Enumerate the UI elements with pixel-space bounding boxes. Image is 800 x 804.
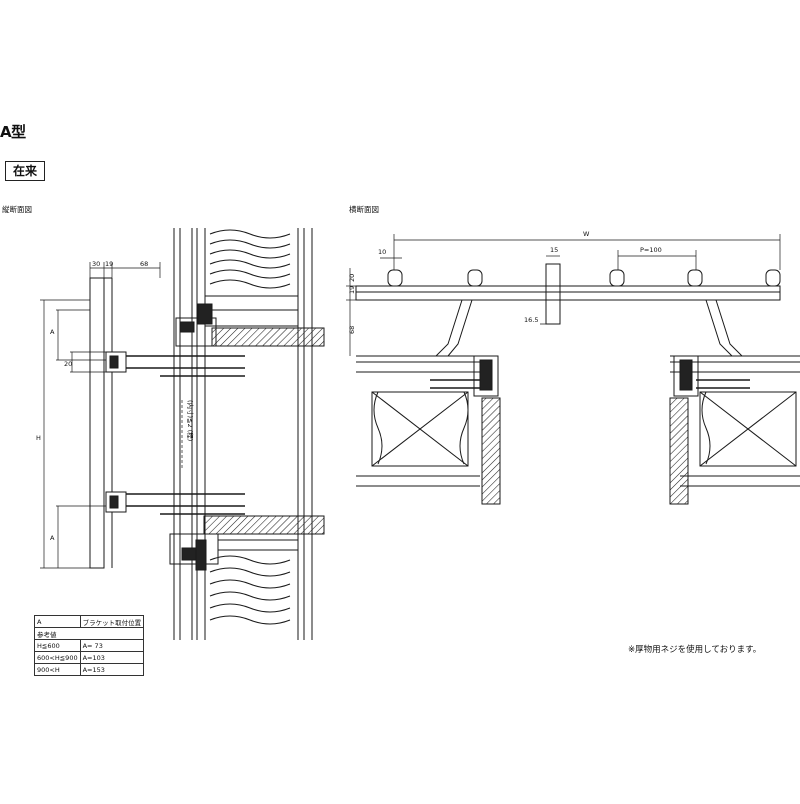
table-header-sub: 参考値	[33, 627, 145, 640]
horizontal-dim-labels: W 10 15 P=100 19 20 68 16.5	[348, 230, 662, 334]
grille-bar	[89, 277, 105, 569]
table-cell-value: A=103	[79, 651, 145, 664]
sill-frame	[169, 533, 219, 565]
window-frame-head	[204, 295, 299, 327]
vertical-section-label: 縦断面図	[2, 205, 32, 214]
horizontal-section-label: 横断面図	[349, 205, 379, 214]
dim-19: 19	[105, 260, 113, 268]
dim-19: 19	[348, 286, 356, 294]
screw-note: ※厚物用ネジを使用しております。	[628, 645, 762, 655]
left-wall	[356, 355, 501, 505]
type-badge: 在来	[5, 161, 45, 181]
table-cell-range: 900<H	[34, 663, 81, 676]
vertical-section	[40, 228, 325, 640]
dim-15: 15	[550, 246, 558, 254]
table-row: 900<H A=153	[34, 663, 145, 676]
grille-rail	[355, 285, 781, 301]
bracket-bottom	[105, 491, 245, 515]
dim-68: 68	[348, 326, 356, 334]
dim-10: 10	[378, 248, 386, 256]
table-header-row: A ブラケット取付位置	[34, 615, 145, 628]
dim-20: 20	[348, 274, 356, 282]
insulation-bottom	[209, 555, 291, 625]
insulation-top	[209, 229, 291, 289]
table-row: H≦600 A= 73	[34, 639, 145, 652]
pitch-note: (内寸)≦2 (程)	[186, 400, 195, 441]
table-cell-range: 600<H≦900	[34, 651, 81, 664]
table-row: 600<H≦900 A=103	[34, 651, 145, 664]
dim-20: 20	[64, 360, 72, 368]
bracket-top	[105, 351, 245, 377]
table-cell-range: H≦600	[34, 639, 81, 652]
right-wall	[669, 355, 800, 505]
dim-h: H	[36, 434, 41, 442]
table-subheader-row: 参考値	[33, 627, 145, 640]
vertical-dim-labels: 30 19 68 A H A 20 (内寸)≦2 (程)	[36, 260, 195, 542]
table-header-a: A	[34, 615, 81, 628]
bracket-left	[435, 299, 473, 357]
dim-30: 30	[92, 260, 100, 268]
dim-a-top: A	[50, 328, 55, 336]
sill-hatch	[203, 515, 325, 535]
dim-68: 68	[140, 260, 148, 268]
horizontal-section	[346, 234, 800, 505]
horizontal-dimensions	[346, 234, 781, 356]
bracket-right	[705, 299, 743, 357]
dim-16-5: 16.5	[524, 316, 538, 324]
head-bracket	[175, 317, 217, 347]
page-title: A型	[0, 123, 26, 141]
vertical-dimensions	[40, 262, 183, 569]
head-sill-hatch	[211, 327, 325, 347]
table-header-title: ブラケット取付位置	[79, 615, 145, 628]
table-cell-value: A= 73	[79, 639, 145, 652]
table-cell-value: A=153	[79, 663, 145, 676]
dim-p: P=100	[640, 246, 662, 254]
bracket-position-table: A ブラケット取付位置 参考値 H≦600 A= 73 600<H≦900 A=…	[33, 615, 145, 676]
dim-a-bottom: A	[50, 534, 55, 542]
dim-w: W	[583, 230, 590, 238]
